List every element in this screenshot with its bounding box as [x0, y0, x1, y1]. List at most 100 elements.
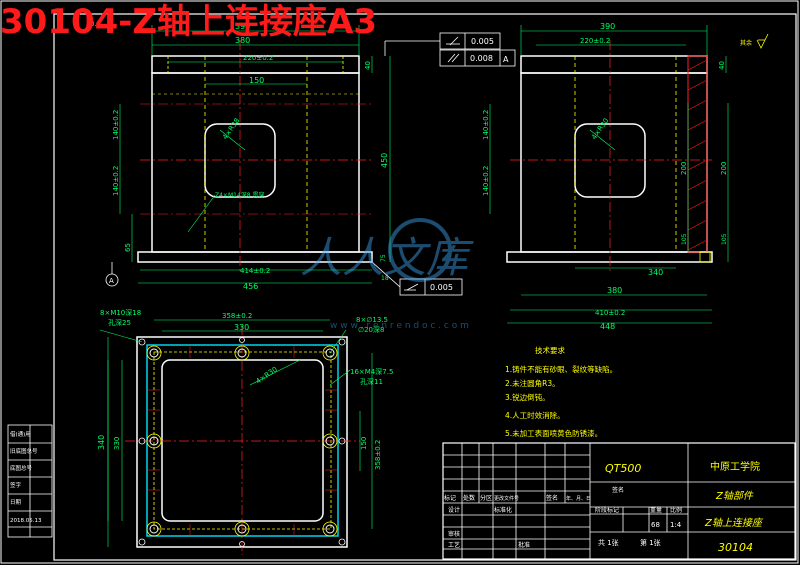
side-strip — [7, 424, 53, 538]
tol-para: 0.008 — [470, 54, 493, 63]
side-strip-text: 借(通)用 旧底图总号 底图总号 签字 日期 2018.05.13 — [10, 430, 42, 524]
side-dimensions — [489, 25, 729, 324]
dim-200a: 200 — [680, 162, 688, 175]
approve-label: 批准 — [518, 541, 530, 549]
dim-18: 18 — [381, 275, 389, 282]
dim-390: 390 — [235, 22, 250, 31]
strip-label: 日期 — [10, 499, 22, 506]
sheet-no: 第 1张 — [640, 538, 661, 547]
watermark: 人人文库 w w w . r e n r e n d o c . c o m — [300, 218, 474, 331]
strip-label: 旧底图总号 — [10, 447, 38, 455]
material: QT500 — [605, 462, 641, 475]
date-label: 签名 — [612, 486, 624, 494]
side-dim-text: 390 220±0.2 40 140±0.2 140±0.2 200 200 1… — [482, 22, 752, 331]
tech-notes: 技术要求 1.铸件不能有砂眼、裂纹等缺陷。 2.未注圆角R3。 3.锐边倒钝。 … — [505, 345, 617, 438]
col-label: 更改文件号 — [494, 495, 519, 502]
dim-150: 150 — [249, 76, 264, 85]
dim-414: 414±0.2 — [240, 267, 270, 275]
note-item: 2.未注圆角R3。 — [505, 378, 560, 388]
dim-140a: 140±0.2 — [482, 110, 490, 140]
front-dimensions — [119, 25, 391, 284]
dim-340: 340 — [648, 268, 663, 277]
dim-340: 340 — [97, 435, 106, 450]
row-label: 工艺 — [448, 541, 460, 549]
note-item: 3.锐边倒钝。 — [505, 392, 550, 402]
dim-380: 380 — [235, 36, 250, 45]
row-label: 审核 — [448, 530, 460, 538]
title-block — [442, 442, 796, 560]
dim-40: 40 — [364, 61, 372, 70]
top-dimensions — [99, 319, 373, 547]
col-label: 分区 — [480, 494, 492, 502]
weight-label: 重量 — [650, 506, 662, 514]
rest-label: 其余 — [740, 39, 752, 47]
col-label: 处数 — [463, 494, 475, 502]
title-block-main: QT500 中原工学院 Z轴部件 Z轴上连接座 30104 — [605, 460, 764, 554]
school-name: 中原工学院 — [710, 460, 760, 473]
dim-105a: 105 — [681, 233, 688, 245]
tol-datum: A — [503, 55, 509, 64]
dim-depth25: 孔深25 — [108, 318, 131, 327]
dim-flat-01: 0.1 — [90, 20, 101, 28]
tol-flat: 0.005 — [471, 37, 494, 46]
tol-flat-2: 0.005 — [430, 283, 453, 292]
dim-140b: 140±0.2 — [482, 166, 490, 196]
col-label: 年、月、日 — [566, 495, 591, 502]
top-view — [125, 325, 360, 555]
notes-heading: 技术要求 — [535, 345, 565, 355]
roughness-symbol — [756, 33, 769, 49]
banner-title: 30104-Z轴上连接座A3 — [0, 2, 378, 42]
watermark-url: w w w . r e n r e n d o c . c o m — [330, 321, 469, 331]
dim-220: 220±0.2 — [243, 54, 273, 62]
weight-value: 68 — [651, 521, 660, 529]
front-dim-text: 390 380 220±0.2 150 140±0.2 140±0.2 450 … — [90, 20, 389, 291]
row-label: 设计 — [448, 506, 460, 514]
dim-r30: 4×R30 — [590, 117, 610, 141]
strip-label: 2018.05.13 — [10, 518, 42, 524]
scale-label: 比例 — [670, 506, 682, 514]
scale-value: 1:4 — [670, 521, 682, 529]
tolerance-text: 0.005 0.008 A 0.005 A — [109, 37, 509, 292]
dim-330v: 330 — [113, 437, 121, 450]
dim-150: 150 — [360, 437, 368, 450]
std-label: 标准化 — [494, 506, 512, 514]
datum-a: A — [109, 277, 114, 285]
dim-40: 40 — [718, 61, 726, 70]
dim-450: 450 — [380, 153, 389, 168]
dim-448: 448 — [600, 322, 615, 331]
dim-220: 220±0.2 — [580, 37, 610, 45]
dim-140a: 140±0.2 — [112, 110, 120, 140]
col-label: 标记 — [444, 494, 456, 502]
col-label: 签名 — [546, 494, 558, 502]
dim-cbore2: ∅20深8 — [358, 325, 384, 334]
dim-200b: 200 — [720, 162, 728, 175]
note-item: 4.人工时效消除。 — [505, 410, 565, 420]
dim-thread: Z4×M14深8 贯穿 — [215, 191, 265, 199]
tolerance-frame — [105, 32, 516, 296]
strip-label: 签字 — [10, 481, 22, 489]
dim-358v: 358±0.2 — [374, 440, 382, 470]
dim-cbore: 8×∅13.5 — [356, 316, 388, 324]
side-view — [506, 40, 713, 272]
part-name: Z轴上连接座 — [704, 517, 764, 529]
dim-75: 75 — [380, 254, 387, 262]
dim-410: 410±0.2 — [595, 309, 625, 317]
dim-390: 390 — [600, 22, 615, 31]
note-item: 1.铸件不能有砂眼、裂纹等缺陷。 — [505, 364, 617, 374]
top-dim-text: 358±0.2 330 8×M10深18 孔深25 8×∅13.5 ∅20深8 … — [97, 308, 393, 470]
dim-105b: 105 — [721, 233, 728, 245]
dim-380: 380 — [607, 286, 622, 295]
dim-r30: 4×R30 — [255, 365, 279, 385]
watermark-text: 人人文库 — [300, 233, 474, 282]
sheets: 共 1张 — [598, 538, 619, 547]
title-block-text: 标记 处数 分区 更改文件号 签名 年、月、日 设计 审核 工艺 标准化 批准 … — [444, 486, 682, 549]
dim-358: 358±0.2 — [222, 312, 252, 320]
dim-m4: 16×M4深7.5 — [350, 367, 393, 376]
part-group: Z轴部件 — [715, 490, 754, 502]
dim-8xm10: 8×M10深18 — [100, 308, 141, 317]
dim-65: 65 — [124, 243, 132, 252]
front-view — [137, 40, 373, 272]
strip-label: 借(通)用 — [10, 430, 31, 438]
